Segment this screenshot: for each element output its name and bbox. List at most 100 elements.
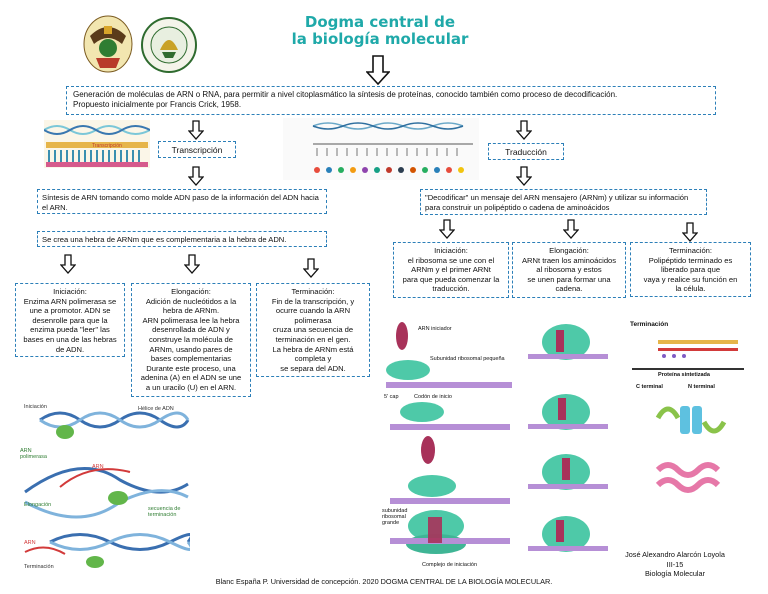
translation-initiation-box: Iniciación: el ribosoma se une con el AR… xyxy=(393,242,509,298)
ribo-label-codon: Codón de inicio xyxy=(414,394,452,400)
author-group: III-15 xyxy=(666,559,684,569)
ribosome-initiation-diagram: ARN iniciador Subunidad ribosomal pequeñ… xyxy=(382,312,518,572)
arrow-down-icon xyxy=(366,55,390,85)
transcription-initiation-line: de ADN. xyxy=(55,344,85,354)
translation-termination-line: Polipéptido terminado es xyxy=(648,255,733,265)
dna-label-elongacion: Elongación xyxy=(24,502,52,508)
translation-initiation-line: para que pueda comenzar la xyxy=(402,274,500,284)
term-label-n-terminal: N terminal xyxy=(688,384,715,390)
translation-elongation-line: cadena. xyxy=(555,284,583,294)
transcription-initiation-line: une a promotor. ADN se xyxy=(29,306,111,316)
arrow-down-icon xyxy=(682,222,698,242)
arrow-down-icon xyxy=(184,254,200,274)
term-label-c-terminal: C terminal xyxy=(636,384,663,390)
transcription-elongation-line: Durante este proceso, una xyxy=(146,363,236,373)
transcription-termination-line: cruza una secuencia de xyxy=(272,325,354,335)
author-subject: Biología Molecular xyxy=(644,569,706,578)
transcription-termination-line: ocurre cuando la ARN xyxy=(275,306,351,316)
transcription-elongation-line: construye la molécula de xyxy=(149,334,233,344)
translation-termination-box: Terminación: Polipéptido terminado es li… xyxy=(630,242,751,297)
transcription-elongation-line: Adición de nucleótidos a la xyxy=(145,296,237,306)
translation-image xyxy=(283,118,479,180)
translation-label: Traducción xyxy=(505,147,547,157)
intro-line-1: Generación de moléculas de ARN o RNA, pa… xyxy=(73,90,618,99)
translation-termination-line: liberado para que xyxy=(660,265,721,275)
transcription-initiation-box: Iniciación: Enzima ARN polimerasa se une… xyxy=(15,283,125,357)
arrow-down-icon xyxy=(563,219,579,239)
transcription-initiation-line: desenrolle para que la xyxy=(32,315,108,325)
transcription-hebra: Se crea una hebra de ARNm que es complem… xyxy=(42,235,287,244)
translation-termination-line: la célula. xyxy=(675,284,706,294)
translation-elongation-head: Elongación: xyxy=(549,246,589,255)
transcription-termination-line: se separa del ADN. xyxy=(280,363,346,373)
author-credit: José Alexandro Alarcón Loyola III-15 Bio… xyxy=(600,550,750,579)
translation-elongation-line: al ribosoma y estos xyxy=(536,265,602,275)
translation-definition: "Decodificar" un mensaje del ARN mensaje… xyxy=(425,193,689,212)
transcription-elongation-line: adenina (A) en el ADN se une xyxy=(140,373,242,383)
arrow-down-icon xyxy=(303,258,319,278)
ribo-label-subunidad-grande: subunidad ribosomal grande xyxy=(382,508,408,526)
arrow-down-icon xyxy=(439,219,455,239)
dna-label-secuencia: secuencia de terminación xyxy=(148,506,181,518)
translation-initiation-line: el ribosoma se une con el xyxy=(407,255,495,265)
transcription-termination-line: terminación en el gen. xyxy=(275,334,351,344)
translation-initiation-line: traducción. xyxy=(432,284,470,294)
term-label-protein: Proteína sintetizada xyxy=(658,372,710,378)
arrow-down-icon xyxy=(516,120,532,140)
transcription-elongation-line: a un uracilo (U) en el ARN. xyxy=(145,382,237,392)
dna-label-arn: ARN xyxy=(92,464,104,470)
transcription-elongation-line: desenrollada de ADN y xyxy=(152,325,230,335)
transcription-initiation-head: Iniciación: xyxy=(53,287,87,296)
dna-label-arn-2: ARN xyxy=(24,540,36,546)
transcription-termination-line: completa y xyxy=(294,354,332,364)
ribo-label-arn-iniciador: ARN iniciador xyxy=(418,326,452,332)
dna-label-helice: Hélice de ADN xyxy=(138,406,174,412)
arrow-down-icon xyxy=(188,120,204,140)
translation-label-box: Traducción xyxy=(488,143,564,160)
dna-label-terminacion: Terminación xyxy=(24,564,54,570)
transcription-definition: Síntesis de ARN tomando como molde ADN p… xyxy=(42,193,319,212)
transcription-elongation-line: ARNm, usando pares de xyxy=(149,344,233,354)
transcription-initiation-line: bases en una de las hebras xyxy=(23,334,117,344)
arrow-down-icon xyxy=(188,166,204,186)
transcription-initiation-line: Enzima ARN polimerasa se xyxy=(23,296,117,306)
transcription-label: Transcripción xyxy=(171,145,223,155)
translation-elongation-line: se unen para formar una xyxy=(527,274,611,284)
dna-label-arn-polimerasa: ARN polimerasa xyxy=(20,448,47,460)
transcription-label-box: Transcripción xyxy=(158,141,236,158)
author-name: José Alexandro Alarcón Loyola xyxy=(625,550,725,559)
transcription-initiation-line: enzima pueda "leer" las xyxy=(30,325,110,335)
term-label-title: Terminación xyxy=(630,321,669,328)
university-logo-eagle xyxy=(82,14,134,76)
translation-initiation-head: Iniciación: xyxy=(434,246,468,255)
translation-termination-head: Terminación: xyxy=(668,246,713,255)
transcription-elongation-line: bases complementarias xyxy=(150,354,232,364)
transcription-elongation-line: ARN polimerasa lee la hebra xyxy=(142,315,240,325)
arrow-down-icon xyxy=(516,166,532,186)
intro-box: Generación de moléculas de ARN o RNA, pa… xyxy=(66,86,716,115)
title-line-2: la biología molecular xyxy=(291,30,469,48)
footer-citation: Blanc España P. Universidad de concepció… xyxy=(215,577,553,586)
ribo-label-subunidad-pequena: Subunidad ribosomal pequeña xyxy=(430,356,505,362)
transcription-elongation-head: Elongación: xyxy=(171,287,211,296)
translation-elongation-line: ARNt traen los aminoácidos xyxy=(521,255,617,265)
translation-termination-line: vaya y realice su función en xyxy=(643,274,738,284)
transcription-definition-box: Síntesis de ARN tomando como molde ADN p… xyxy=(37,189,327,214)
transcription-termination-box: Terminación: Fin de la transcripción, y … xyxy=(256,283,370,377)
transcription-termination-head: Terminación: xyxy=(291,287,335,296)
transcription-elongation-box: Elongación: Adición de nucleótidos a la … xyxy=(131,283,251,397)
translation-elongation-box: Elongación: ARNt traen los aminoácidos a… xyxy=(512,242,626,298)
transcription-image-label: Transcripción xyxy=(92,143,122,149)
transcription-termination-line: polimerasa xyxy=(294,315,332,325)
translation-termination-diagram: Terminación Proteína sintetizada C termi… xyxy=(628,320,748,510)
ribosome-elongation-diagram xyxy=(520,312,612,568)
intro-line-2: Propuesto inicialmente por Francis Crick… xyxy=(73,100,242,109)
school-logo-round xyxy=(140,16,198,74)
ribo-label-cap: 5' cap xyxy=(384,394,399,400)
transcription-elongation-line: hebra de ARNm. xyxy=(162,306,220,316)
title-line-1: Dogma central de xyxy=(304,13,456,31)
dna-label-iniciacion: Iniciación xyxy=(24,404,47,410)
page-title: Dogma central de la biología molecular xyxy=(280,14,480,48)
transcription-termination-line: La hebra de ARNm está xyxy=(272,344,354,354)
dna-transcription-diagram: Iniciación Hélice de ADN ARN polimerasa … xyxy=(20,402,193,572)
